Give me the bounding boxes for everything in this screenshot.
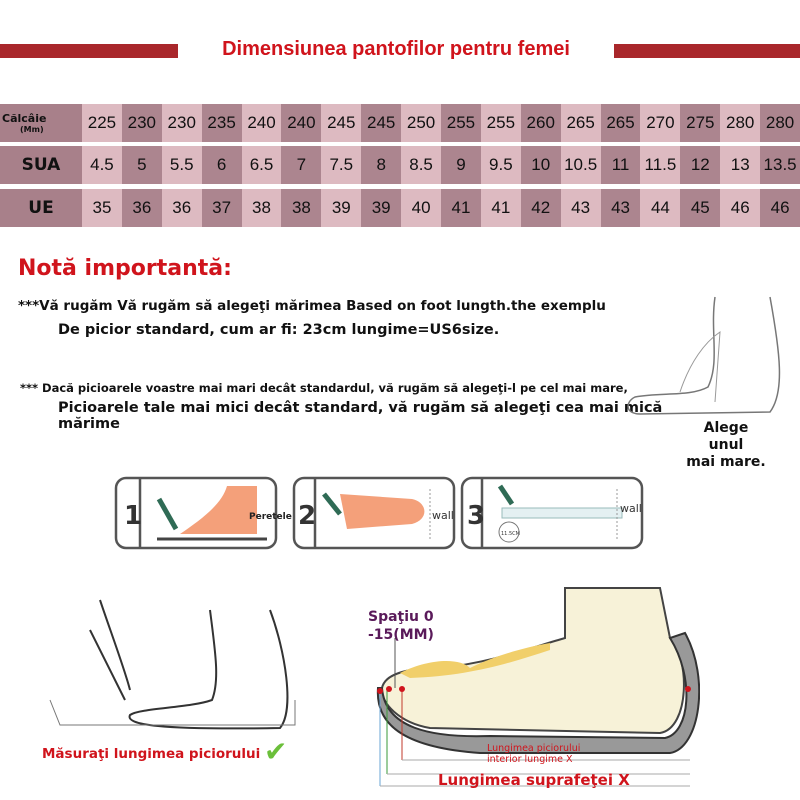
size-cell: 41 xyxy=(480,189,521,227)
size-cell: 38 xyxy=(281,189,322,227)
size-cell: 280 xyxy=(760,104,800,142)
space-label-line-1: Spaţiu 0 xyxy=(368,609,434,625)
foot-sketch-illustration xyxy=(627,296,781,415)
size-cell: 5 xyxy=(121,146,162,184)
row-label-unit: (Mm) xyxy=(20,125,44,134)
measurement-steps: 1 2 3 Peretele wall wall 11.5CM xyxy=(114,476,644,550)
size-cell: 45 xyxy=(680,189,721,227)
size-cell: 240 xyxy=(241,104,282,142)
step-3-number: 3 xyxy=(467,501,485,531)
size-cell: 235 xyxy=(201,104,242,142)
size-cell: 12 xyxy=(680,146,721,184)
size-cell: 36 xyxy=(121,189,162,227)
ruler-label: 11.5CM xyxy=(501,531,520,537)
size-cell: 13 xyxy=(720,146,761,184)
wall-label-3: wall xyxy=(620,502,642,515)
shoe-cross-section xyxy=(376,587,700,787)
row-label: SUA xyxy=(0,146,82,184)
size-cell: 8 xyxy=(361,146,402,184)
size-cell: 13.5 xyxy=(760,146,800,184)
size-cell: 275 xyxy=(680,104,721,142)
foot-side-icon xyxy=(180,486,257,534)
size-cell: 7 xyxy=(281,146,322,184)
size-cell: 8.5 xyxy=(401,146,442,184)
size-cell: 11 xyxy=(600,146,641,184)
size-cell: 225 xyxy=(82,104,122,142)
choose-larger-line-1: Alege unul xyxy=(703,420,749,453)
size-cell: 7.5 xyxy=(321,146,362,184)
page-title: Dimensiunea pantofilor pentru femei xyxy=(222,38,570,60)
size-cell: 46 xyxy=(760,189,800,227)
size-cell: 250 xyxy=(401,104,442,142)
size-cell: 6 xyxy=(201,146,242,184)
size-cell: 36 xyxy=(161,189,202,227)
size-cell: 9 xyxy=(441,146,481,184)
size-cell: 245 xyxy=(321,104,362,142)
size-cell: 44 xyxy=(640,189,681,227)
size-cell: 9.5 xyxy=(480,146,521,184)
size-cell: 43 xyxy=(560,189,601,227)
choose-larger-line-2: mai mare. xyxy=(686,454,766,470)
size-cell: 6.5 xyxy=(241,146,282,184)
size-cell: 245 xyxy=(361,104,402,142)
step-1-number: 1 xyxy=(124,501,142,531)
foot-length-line-1: Lungimea piciorului xyxy=(487,743,581,754)
size-cell: 39 xyxy=(321,189,362,227)
step-2-number: 2 xyxy=(298,501,316,531)
row-label: UE xyxy=(0,189,82,227)
measure-caption: Măsuraţi lungimea piciorului xyxy=(42,746,261,762)
note-line-2: De picior standard, cum ar fi: 23cm lung… xyxy=(58,322,500,338)
row-label-text: Călcâie xyxy=(2,112,47,125)
foot-top-icon xyxy=(340,494,425,529)
size-cell: 270 xyxy=(640,104,681,142)
size-cell: 35 xyxy=(82,189,122,227)
size-cell: 265 xyxy=(600,104,641,142)
note-line-1: ***Vă rugăm Vă rugăm să alegeţi mărimea … xyxy=(18,298,606,314)
note-line-5: mărime xyxy=(58,416,120,432)
wall-label-ro: Peretele xyxy=(249,512,292,522)
size-cell: 255 xyxy=(441,104,481,142)
size-cell: 240 xyxy=(281,104,322,142)
size-cell: 5.5 xyxy=(161,146,202,184)
checkmark-icon: ✔ xyxy=(264,735,288,768)
title-bar-right xyxy=(614,44,800,58)
row-label: Călcâie(Mm) xyxy=(0,104,82,142)
space-label: Spaţiu 0 -15(MM) xyxy=(368,608,434,644)
size-cell: 38 xyxy=(241,189,282,227)
size-cell: 255 xyxy=(480,104,521,142)
size-cell: 42 xyxy=(520,189,561,227)
space-label-line-2: -15(MM) xyxy=(368,627,434,643)
size-cell: 265 xyxy=(560,104,601,142)
size-cell: 230 xyxy=(121,104,162,142)
note-line-3: *** Dacă picioarele voastre mai mari dec… xyxy=(20,381,628,395)
foot-length-line-2: interior lungime X xyxy=(487,754,573,765)
title-bar-left xyxy=(0,44,178,58)
measure-foot-sketch xyxy=(49,599,296,730)
note-heading: Notă importantă: xyxy=(18,256,232,281)
size-cell: 37 xyxy=(201,189,242,227)
size-cell: 260 xyxy=(520,104,561,142)
size-cell: 280 xyxy=(720,104,761,142)
size-cell: 10.5 xyxy=(560,146,601,184)
size-cell: 39 xyxy=(361,189,402,227)
size-cell: 10 xyxy=(520,146,561,184)
size-cell: 43 xyxy=(600,189,641,227)
size-cell: 4.5 xyxy=(82,146,122,184)
surface-length-label: Lungimea suprafeţei X xyxy=(438,771,630,789)
size-cell: 230 xyxy=(161,104,202,142)
wall-label-2: wall xyxy=(432,509,454,522)
note-line-4: Picioarele tale mai mici decât standard,… xyxy=(58,400,663,416)
size-cell: 41 xyxy=(441,189,481,227)
size-cell: 46 xyxy=(720,189,761,227)
size-cell: 40 xyxy=(401,189,442,227)
size-cell: 11.5 xyxy=(640,146,681,184)
